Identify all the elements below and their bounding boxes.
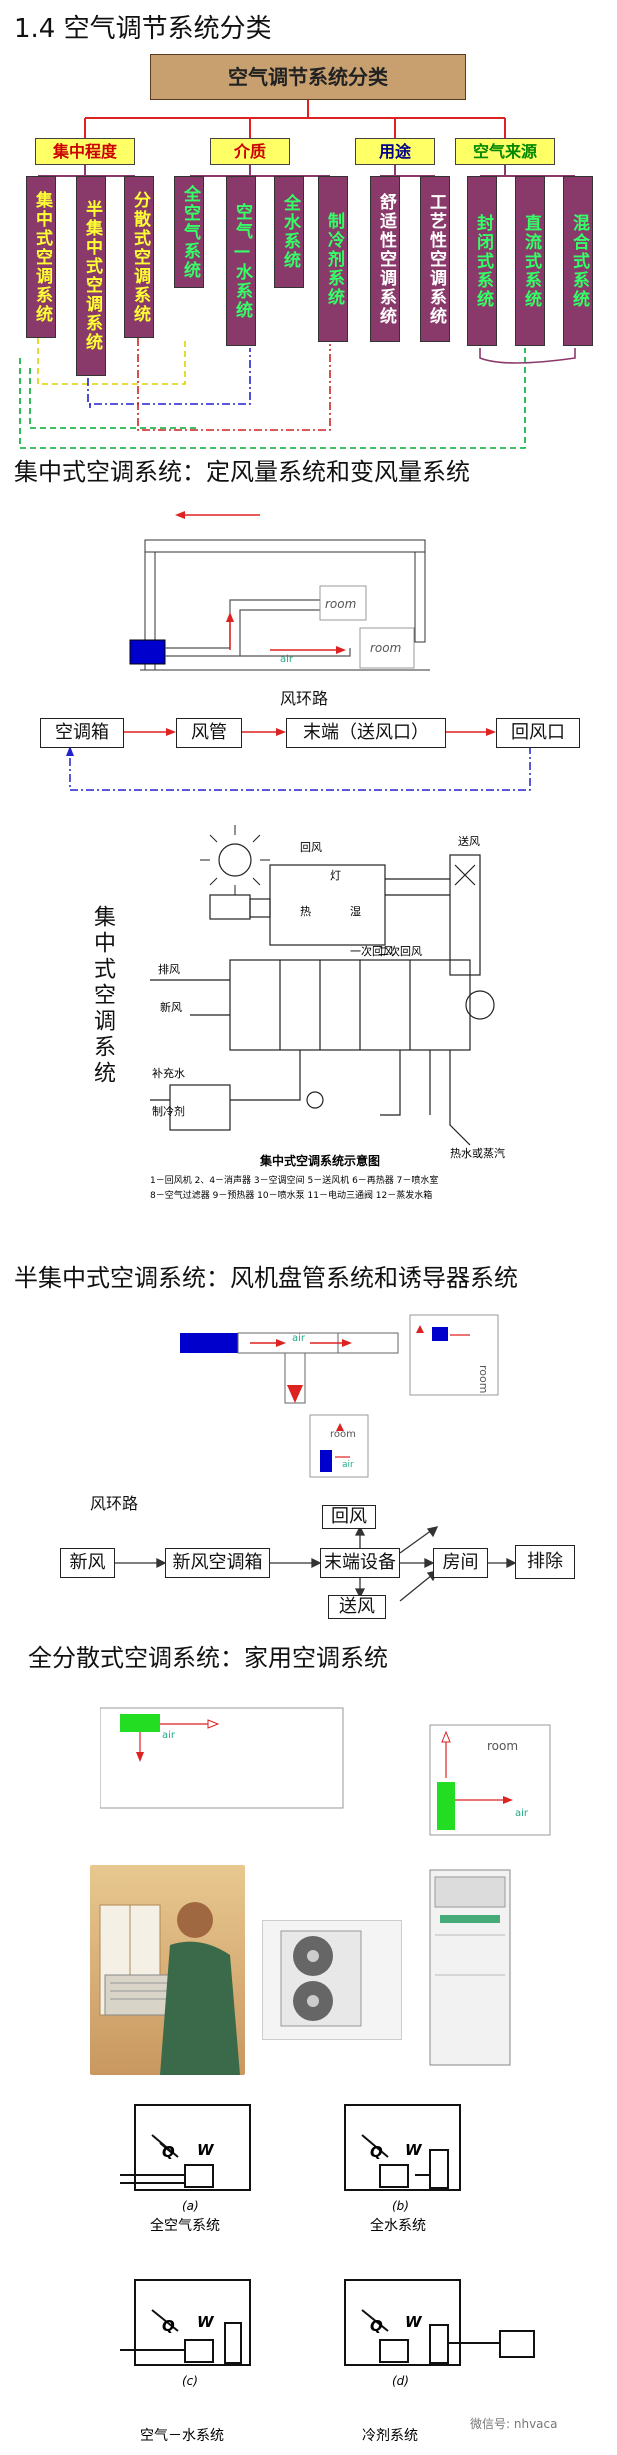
diagram-legend-2: 8－空气过滤器 9－预热器 10－喷水泵 11－电动三通阀 12－蒸发水箱 [150, 1189, 432, 1201]
item-closed: 封闭式系统 [467, 176, 497, 346]
system-types: Q W Q W Q W Q W (a) (b) (c) (d) 全空气系统 全水… [100, 2095, 560, 2450]
item-decentralized: 分散式空调系统 [124, 176, 154, 338]
decentral-air-label: air [162, 1730, 176, 1741]
type-b-q: Q [370, 2143, 383, 2161]
item-centralized: 集中式空调系统 [26, 176, 56, 338]
decentral-air-label-2: air [515, 1808, 529, 1819]
outdoor-unit-photo [262, 1920, 402, 2040]
item-comfort: 舒适性空调系统 [370, 176, 400, 342]
semi-room-label-2: room [330, 1429, 356, 1440]
item-refrigerant: 制冷剂系统 [318, 176, 348, 342]
type-c-letter: (c) [182, 2374, 198, 2388]
item-mixed: 混合式系统 [563, 176, 593, 346]
diagram-fresh: 新风 [160, 1000, 182, 1014]
diagram-exhaust: 排风 [158, 962, 180, 976]
type-c-q: Q [162, 2317, 175, 2335]
centralized-system-diagram: 一次回风 回风 送风 二次回风 排风 新风 补充水 制冷剂 热水或蒸汽 灯 热 … [150, 815, 550, 1205]
category-air-source: 空气来源 [455, 138, 555, 165]
item-process: 工艺性空调系统 [420, 176, 450, 342]
centralized-heading: 集中式空调系统：定风量系统和变风量系统 [14, 458, 470, 486]
decentral-room-label: room [487, 1739, 518, 1753]
diagram-legend-1: 1－回风机 2、4－消声器 3－空调空间 5－送风机 6－再热器 7－喷水室 [150, 1174, 438, 1186]
diagram-caption: 集中式空调系统示意图 [259, 1153, 380, 1168]
air-loop-title-2: 风环路 [90, 1494, 139, 1513]
window-ac-photo [90, 1865, 245, 2075]
semi-node-return: 回风 [322, 1505, 376, 1529]
diagram-supply: 送风 [458, 834, 480, 848]
air-loop-diagram: 空调箱 风管 末端（送风口） 回风口 [40, 710, 580, 805]
diagram-lamp: 灯 [330, 869, 341, 882]
semi-room-label: room [477, 1365, 490, 1393]
type-a-letter: (a) [182, 2199, 199, 2213]
loop-terminal: 末端（送风口） [286, 718, 446, 748]
type-b-letter: (b) [392, 2199, 409, 2213]
air-loop-title-1: 风环路 [280, 689, 329, 708]
centralized-schematic: air room room [100, 500, 520, 680]
loop-return: 回风口 [496, 718, 580, 748]
item-semi-centralized: 半集中式空调系统 [76, 176, 106, 376]
item-direct-flow: 直流式系统 [515, 176, 545, 346]
semi-node-room: 房间 [433, 1548, 488, 1578]
diagram-primary-return: 一次回风 [350, 944, 394, 958]
semi-node-ahu: 新风空调箱 [165, 1548, 270, 1578]
watermark: 微信号: nhvaca [470, 2417, 558, 2431]
type-d-q: Q [370, 2317, 383, 2335]
semi-heading: 半集中式空调系统：风机盘管系统和诱导器系统 [14, 1264, 518, 1292]
diagram-heat: 热 [300, 905, 311, 918]
type-c-caption: 空气－水系统 [140, 2428, 224, 2444]
type-a-w: W [197, 2141, 215, 2159]
semi-air-loop: 新风 新风空调箱 末端设备 回风 房间 排除 送风 [60, 1505, 580, 1620]
item-air-water: 空气—水系统 [226, 176, 256, 346]
semi-air-label: air [292, 1333, 306, 1344]
category-use: 用途 [355, 138, 435, 165]
type-a-q: Q [162, 2143, 175, 2161]
type-c-w: W [197, 2313, 215, 2331]
semi-node-terminal: 末端设备 [320, 1548, 400, 1578]
type-d-caption: 冷剂系统 [362, 2428, 418, 2444]
semi-node-supply: 送风 [328, 1595, 386, 1619]
root-node: 空气调节系统分类 [150, 54, 466, 100]
type-b-caption: 全水系统 [370, 2217, 426, 2234]
floor-standing-ac-photo [420, 1865, 520, 2070]
room-label-1: room [325, 597, 356, 611]
loop-ahu: 空调箱 [40, 718, 124, 748]
type-a-caption: 全空气系统 [150, 2217, 220, 2234]
classification-tree: 空气调节系统分类 集中程度 介质 用途 空气来源 集中式空调系统 半集中式空调系… [0, 48, 617, 468]
diagram-wet: 湿 [350, 905, 361, 918]
centralized-side-title: 集中式空调系统 [90, 905, 115, 1087]
semi-schematic: air room room air [170, 1305, 510, 1480]
decentral-schematic-a: air [99, 1700, 345, 1815]
air-label: air [280, 654, 294, 665]
diagram-return: 回风 [300, 841, 322, 854]
decentral-schematic-b: room air [425, 1720, 555, 1840]
category-concentration: 集中程度 [35, 138, 135, 165]
diagram-refrigerant: 制冷剂 [152, 1104, 185, 1118]
diagram-hot-water: 热水或蒸汽 [450, 1146, 505, 1160]
diagram-makeup: 补充水 [152, 1066, 185, 1080]
type-d-letter: (d) [392, 2374, 409, 2388]
category-medium: 介质 [210, 138, 290, 165]
diagram-secondary-return: 二次回风 [378, 944, 422, 958]
section-title: 1.4 空气调节系统分类 [14, 14, 272, 44]
decentral-heading: 全分散式空调系统：家用空调系统 [28, 1644, 388, 1672]
loop-duct: 风管 [176, 718, 242, 748]
item-all-air: 全空气系统 [174, 176, 204, 288]
type-b-w: W [405, 2141, 423, 2159]
semi-node-exhaust: 排除 [515, 1545, 575, 1579]
item-all-water: 全水系统 [274, 176, 304, 288]
type-d-w: W [405, 2313, 423, 2331]
semi-air-label-2: air [342, 1460, 354, 1470]
semi-node-fresh: 新风 [60, 1548, 115, 1578]
room-label-2: room [370, 641, 401, 655]
